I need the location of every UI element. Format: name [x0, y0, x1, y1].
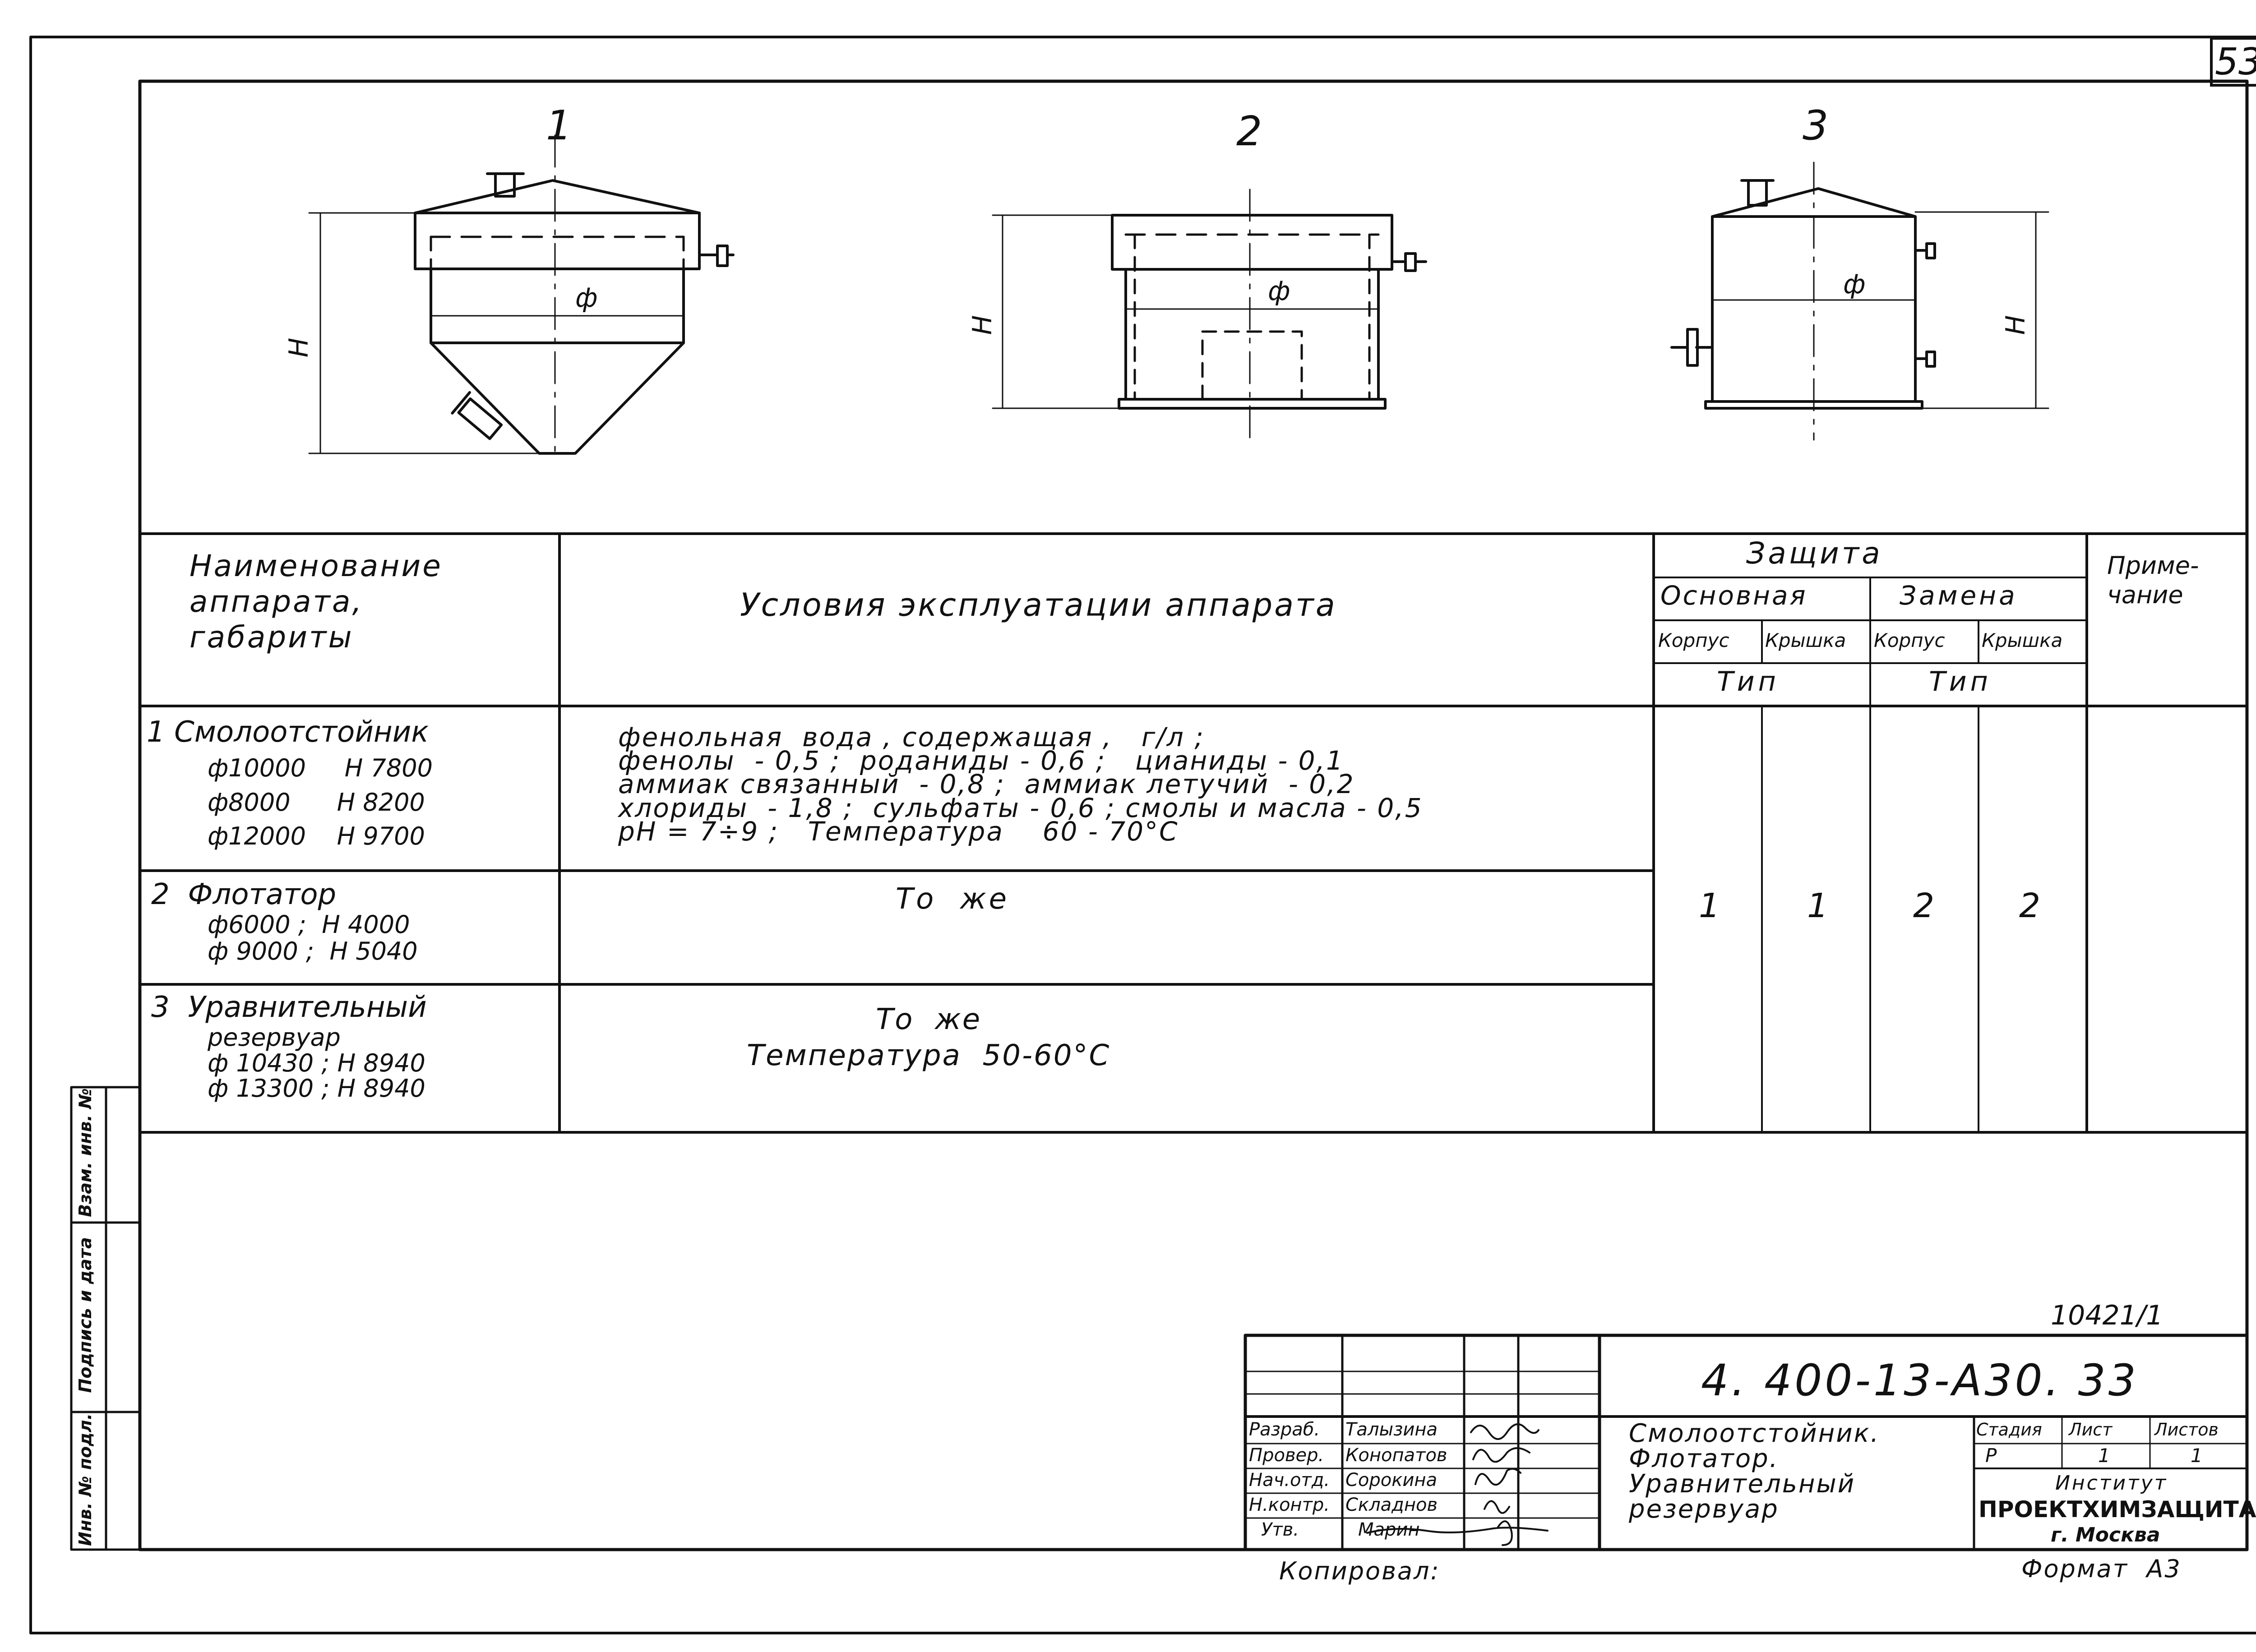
type-value-body-repl: 2 — [1913, 886, 1935, 925]
role-checked: Провер. — [1249, 1445, 1324, 1466]
role-dept-head: Нач.отд. — [1249, 1470, 1330, 1490]
header-conditions: Условия эксплуатации аппарата — [740, 586, 1337, 623]
outer-border — [29, 36, 2256, 1634]
row-3-conditions: То же Температура 50-60°С — [747, 1003, 1111, 1072]
header-cover-2: Крышка — [1982, 629, 2063, 651]
header-type-1: Тип — [1717, 666, 1780, 697]
title-block-grid — [1244, 1334, 2249, 1551]
side-stamp-signature-date: Подпись и дата — [75, 1237, 96, 1393]
archive-number: 10421/1 — [2051, 1300, 2164, 1331]
header-cover-1: Крышка — [1765, 629, 1846, 651]
name-norm-control: Складнов — [1345, 1495, 1438, 1515]
header-name: Наименование аппарата, габариты — [190, 549, 443, 655]
type-value-cover-main: 1 — [1807, 886, 1829, 925]
sheets-value: 1 — [2191, 1444, 2203, 1467]
figure-label-1: 1 — [546, 102, 572, 149]
type-value-body-main: 1 — [1699, 886, 1720, 925]
dim-h-1: H — [283, 337, 314, 358]
paper-format: Формат А3 — [2021, 1555, 2182, 1583]
org-line-3: г. Москва — [2051, 1523, 2160, 1546]
header-replacement: Замена — [1900, 580, 2018, 611]
row-1-conditions: фенольная вода , содержащая , г/л ; фено… — [618, 722, 1423, 847]
stage-value: Р — [1985, 1444, 1997, 1467]
figure-3-tank — [1670, 162, 2049, 441]
designation: 4. 400-13-А30. 33 — [1701, 1355, 2139, 1406]
dim-h-3: H — [2000, 315, 2031, 335]
sheet-label: Лист — [2069, 1420, 2113, 1440]
header-note: Приме- чание — [2107, 551, 2199, 609]
main-frame — [138, 79, 2249, 1551]
header-main: Основная — [1660, 580, 1808, 611]
dim-h-2: H — [966, 315, 998, 335]
figure-label-3: 3 — [1803, 102, 1829, 149]
org-line-2: ПРОЕКТХИМЗАЩИТА — [1979, 1496, 2256, 1523]
header-body-1: Корпус — [1658, 629, 1729, 651]
row-2-sizes: ф6000 ; Н 4000 ф 9000 ; Н 5040 — [208, 910, 418, 966]
stage-label: Стадия — [1976, 1420, 2042, 1440]
row-1-sizes: ф10000 Н 7800 ф8000 Н 8200 ф12000 Н 9700 — [208, 754, 433, 851]
dim-phi-2: ф — [1268, 276, 1290, 306]
header-protection: Защита — [1746, 536, 1883, 571]
type-value-cover-repl: 2 — [2019, 886, 2041, 925]
name-dept-head: Сорокина — [1345, 1470, 1438, 1490]
figure-1-settler — [308, 134, 735, 457]
name-checked: Конопатов — [1345, 1445, 1447, 1466]
row-3-name: 3 Уравнительный — [151, 991, 427, 1024]
side-stamp-inv-podl: Инв. № подл. — [75, 1413, 96, 1546]
header-body-2: Корпус — [1874, 629, 1945, 651]
dim-phi-3: ф — [1843, 269, 1866, 300]
org-line-1: Институт — [2055, 1472, 2168, 1495]
sheet-number: 53 — [2210, 37, 2256, 87]
name-developed: Талызина — [1345, 1419, 1438, 1440]
figure-label-2: 2 — [1236, 108, 1262, 155]
row-1-name: 1 Смолоотстойник — [147, 715, 429, 749]
name-approved: Марин — [1358, 1519, 1420, 1540]
signatures — [1366, 1423, 1549, 1546]
figure-2-flotator — [992, 189, 1427, 448]
sheet-value: 1 — [2098, 1444, 2110, 1467]
document-title: Смолоотстойник. Флотатор. Уравнительный … — [1629, 1419, 1880, 1524]
header-type-2: Тип — [1929, 666, 1992, 697]
side-stamp-vzam-inv: Взам. инв. № — [75, 1088, 96, 1217]
dim-phi-1: ф — [575, 282, 598, 313]
row-3-sizes: резервуар ф 10430 ; Н 8940 ф 13300 ; Н 8… — [208, 1023, 425, 1103]
row-2-name: 2 Флотатор — [151, 878, 337, 911]
role-norm-control: Н.контр. — [1249, 1495, 1330, 1515]
copied-by: Копировал: — [1279, 1557, 1440, 1585]
side-stamp-grid — [70, 1086, 141, 1551]
sheets-label: Листов — [2154, 1420, 2219, 1440]
role-developed: Разраб. — [1249, 1419, 1320, 1440]
role-approved: Утв. — [1261, 1519, 1299, 1540]
row-2-conditions: То же — [896, 882, 1009, 916]
main-table-grid — [139, 532, 2248, 1134]
